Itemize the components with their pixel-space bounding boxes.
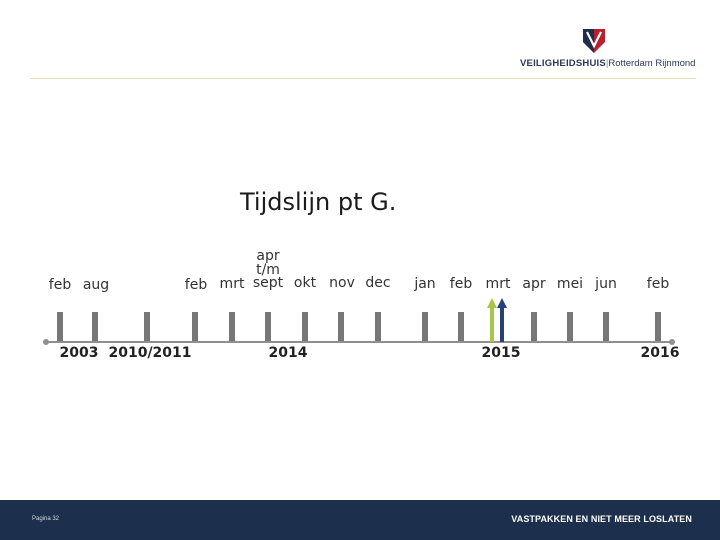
month-label-sept-2014: sept <box>252 275 284 291</box>
tick-sept-2014 <box>265 312 271 341</box>
slide-title: Tijdslijn pt G. <box>240 188 397 216</box>
month-label-mrt-2014: mrt <box>219 276 245 292</box>
tick-feb-2014 <box>192 312 198 341</box>
tick-apr-2015 <box>531 312 537 341</box>
tick-mrt-2014 <box>229 312 235 341</box>
tick-2010-2011 <box>144 312 150 341</box>
tick-okt-2014 <box>302 312 308 341</box>
logo: VEILIGHEIDSHUIS|Rotterdam Rijnmond <box>520 28 696 72</box>
tick-jun-2015 <box>603 312 609 341</box>
year-label-2010-2011: 2010/2011 <box>108 345 192 361</box>
timeline-start-dot <box>43 339 49 345</box>
timeline-axis <box>46 341 672 343</box>
page-number: Pagina 32 <box>32 516 60 522</box>
timeline-end-dot <box>669 339 675 345</box>
footer-bar: Pagina 32 VASTPAKKEN EN NIET MEER LOSLAT… <box>0 500 720 540</box>
month-label-jan-2015: jan <box>414 276 436 292</box>
year-label-2016: 2016 <box>640 345 680 361</box>
month-label-aug-2003: aug <box>82 277 110 293</box>
month-label-feb-2014: feb <box>184 277 208 293</box>
veiligheidshuis-logo-icon <box>583 29 605 53</box>
month-label-feb-2003: feb <box>48 277 72 293</box>
brand-name-region: Rotterdam Rijnmond <box>608 58 696 69</box>
mrt-2015-arrows-icon <box>487 298 507 342</box>
month-label-jun-2015: jun <box>595 276 617 292</box>
month-label-mei-2015: mei <box>556 276 584 292</box>
month-label-mrt-2015: mrt <box>485 276 511 292</box>
month-label-nov-2014: nov <box>329 275 355 291</box>
tick-aug-2003 <box>92 312 98 341</box>
tick-mei-2015 <box>567 312 573 341</box>
brand-name-bold: VEILIGHEIDSHUIS <box>520 58 606 69</box>
year-label-2014: 2014 <box>268 345 308 361</box>
month-label-feb-2015: feb <box>449 276 473 292</box>
month-label-apr: apr <box>256 248 280 264</box>
month-label-okt-2014: okt <box>293 275 317 291</box>
month-label-feb-2016: feb <box>646 276 670 292</box>
tick-feb-2003 <box>57 312 63 341</box>
header-divider <box>30 78 696 79</box>
year-label-2003: 2003 <box>59 345 99 361</box>
tick-feb-2016 <box>655 312 661 341</box>
tick-nov-2014 <box>338 312 344 341</box>
year-label-2015: 2015 <box>481 345 521 361</box>
brand-name: VEILIGHEIDSHUIS|Rotterdam Rijnmond <box>520 58 696 69</box>
month-label-dec-2014: dec <box>365 275 391 291</box>
tick-dec-2014 <box>375 312 381 341</box>
footer-slogan: VASTPAKKEN EN NIET MEER LOSLATEN <box>511 514 692 524</box>
tick-feb-2015 <box>458 312 464 341</box>
month-label-tm: t/m <box>256 262 280 278</box>
tick-jan-2015 <box>422 312 428 341</box>
month-label-apr-2015: apr <box>522 276 546 292</box>
